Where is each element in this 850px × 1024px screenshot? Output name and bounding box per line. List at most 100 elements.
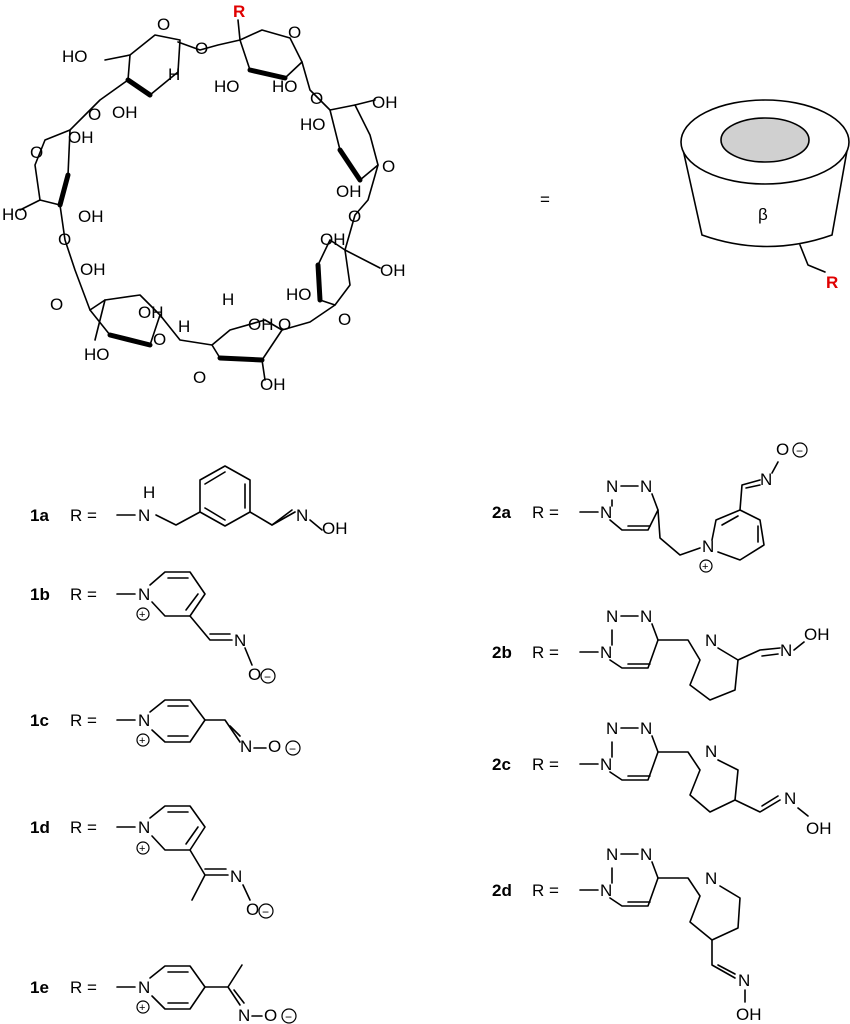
ring-oxygen: O: [30, 143, 43, 162]
charge-plus: +: [139, 843, 145, 855]
ring-oxygen: O: [348, 207, 361, 226]
charge-minus: −: [264, 670, 271, 684]
compound-label: 1c: [30, 711, 49, 730]
atom-label: N: [760, 470, 772, 489]
hydroxyl-label: H: [168, 65, 180, 84]
atom-label: N: [640, 477, 652, 496]
hydroxyl-label: OH: [78, 207, 104, 226]
compound-label: 2c: [492, 755, 511, 774]
atom-label: N: [600, 755, 612, 774]
charge-plus: +: [139, 1002, 145, 1014]
hydroxyl-label: HO: [214, 77, 240, 96]
atom-label: N: [138, 506, 150, 525]
ring-oxygen: O: [338, 310, 351, 329]
hydroxyl-label: HO: [84, 345, 110, 364]
cyclodextrin-cartoon: β R: [680, 99, 850, 292]
atom-label: N: [606, 845, 618, 864]
atom-label: N: [138, 978, 150, 997]
ring-oxygen: O: [310, 89, 323, 108]
hydroxyl-label: H: [178, 317, 190, 336]
compound-1e: 1e R = N + N O −: [30, 964, 297, 1024]
r-equals: R =: [70, 506, 97, 525]
charge-plus: +: [702, 561, 708, 573]
hydroxyl-label: OH: [68, 128, 94, 147]
charge-plus: +: [139, 735, 145, 747]
charge-plus: +: [139, 609, 145, 621]
compound-label: 1b: [30, 585, 50, 604]
compound-1d: 1d R = N + N O −: [30, 805, 274, 919]
charge-minus: −: [796, 444, 803, 458]
compound-label: 1e: [30, 978, 49, 997]
atom-label: N: [600, 881, 612, 900]
ring-oxygen: O: [382, 157, 395, 176]
atom-label: OH: [736, 1005, 762, 1024]
r-group-label: R: [233, 2, 245, 21]
charge-minus: −: [289, 742, 296, 756]
atom-label: OH: [322, 519, 348, 538]
hydroxyl-label: OH: [372, 93, 398, 112]
atom-label: N: [640, 845, 652, 864]
atom-label: O: [248, 665, 261, 684]
atom-label: N: [640, 719, 652, 738]
compound-1c: 1c R = N + N O −: [30, 699, 301, 756]
ring-oxygen: O: [58, 230, 71, 249]
atom-label: N: [138, 818, 150, 837]
ring-oxygen: O: [195, 39, 208, 58]
atom-label: N: [238, 1006, 250, 1024]
atom-label: O: [776, 440, 789, 459]
ring-oxygen: O: [157, 15, 170, 34]
atom-label: H: [143, 483, 155, 502]
atom-label: N: [606, 719, 618, 738]
compound-2d: 2d R = N N N N N OH: [492, 845, 762, 1024]
r-equals: R =: [70, 711, 97, 730]
atom-label: N: [138, 711, 150, 730]
charge-minus: −: [285, 1010, 292, 1024]
atom-label: N: [230, 867, 242, 886]
atom-label: N: [705, 631, 717, 650]
hydroxyl-label: OH: [380, 261, 406, 280]
hydroxyl-label: HO: [300, 115, 326, 134]
compound-1b: 1b R = N + N O −: [30, 571, 276, 684]
atom-label: N: [780, 641, 792, 660]
atom-label: O: [268, 737, 281, 756]
ring-oxygen: O: [153, 330, 166, 349]
atom-label: N: [600, 503, 612, 522]
ring-oxygen: O: [50, 295, 63, 314]
hydroxyl-label: HO: [272, 77, 298, 96]
atom-label: OH: [804, 625, 830, 644]
r-equals: R =: [532, 643, 559, 662]
r-equals: R =: [532, 503, 559, 522]
atom-label: N: [138, 585, 150, 604]
hydroxyl-label: OH: [112, 103, 138, 122]
hydroxyl-label: HO: [286, 285, 312, 304]
hydroxyl-label: OH: [80, 260, 106, 279]
hydroxyl-label: OH: [260, 375, 286, 394]
cartoon-r-label: R: [826, 273, 838, 292]
compound-label: 1d: [30, 818, 50, 837]
ring-oxygen: O: [193, 368, 206, 387]
hydroxyl-label: OH: [320, 230, 346, 249]
cyclodextrin-structure: R HO H OH HO OH OH HO OH OH OH HO OH HO …: [2, 2, 406, 394]
hydroxyl-label: OH: [248, 315, 274, 334]
compound-label: 2b: [492, 643, 512, 662]
atom-label: N: [705, 742, 717, 761]
r-equals: R =: [532, 755, 559, 774]
compound-2a: 2a R = N N N N + N O −: [492, 440, 808, 573]
hydroxyl-label: H: [222, 290, 234, 309]
atom-label: OH: [806, 819, 832, 838]
r-equals: R =: [70, 818, 97, 837]
ring-oxygen: O: [288, 23, 301, 42]
atom-label: N: [234, 631, 246, 650]
atom-label: N: [240, 737, 252, 756]
hydroxyl-label: OH: [336, 182, 362, 201]
hydroxyl-label: HO: [2, 205, 28, 224]
compound-label: 2d: [492, 881, 512, 900]
r-equals: R =: [70, 978, 97, 997]
atom-label: N: [702, 537, 714, 556]
atom-label: N: [640, 607, 652, 626]
atom-label: N: [784, 789, 796, 808]
beta-symbol: β: [758, 205, 768, 224]
atom-label: O: [246, 900, 259, 919]
ring-oxygen: O: [88, 105, 101, 124]
